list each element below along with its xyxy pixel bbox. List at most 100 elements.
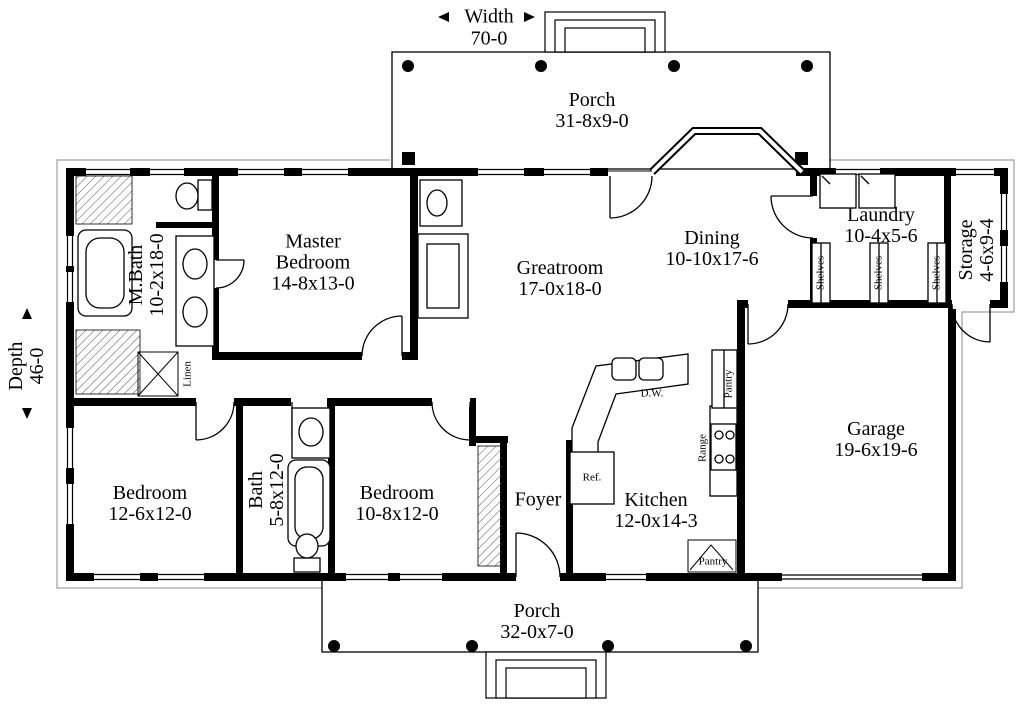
label-kitchen: Kitchen 12-0x14-3 <box>614 490 697 532</box>
label-master-bedroom: Master Bedroom 14-8x13-0 <box>246 230 380 295</box>
bedroom-closet-hatch <box>477 445 503 567</box>
linen-closet <box>137 351 179 397</box>
depth-value-text: 46-0 <box>26 347 48 385</box>
storage-right-wall <box>1000 168 1008 308</box>
depth-label-text: Depth <box>5 341 27 391</box>
laundry-storage-wall <box>944 168 951 308</box>
mbath-toilet <box>197 179 213 211</box>
label-laundry: Laundry 10-4x5-6 <box>844 205 917 247</box>
label-shelves-right: Shelves <box>930 255 943 291</box>
porch-column <box>801 60 813 72</box>
label-shelves-middle: Shelves <box>872 255 885 291</box>
garage-name: Garage <box>847 418 905 440</box>
label-bath: Bath 5-8x12-0 <box>245 453 288 527</box>
fixtures <box>75 173 947 573</box>
porch-top-size: 31-8x9-0 <box>555 110 629 132</box>
windows <box>65 167 1009 582</box>
toilet-nook-wall <box>156 222 212 228</box>
laundry-size: 10-4x5-6 <box>844 225 918 247</box>
porch-pilaster <box>795 152 808 165</box>
width-dimension-label: Width <box>464 5 514 28</box>
label-pantry-upper: Pantry <box>722 369 735 399</box>
closet-hatch <box>75 329 141 395</box>
label-dishwasher: D.W. <box>640 387 664 400</box>
porch-column <box>740 640 752 652</box>
bedroom-middle-door <box>432 397 470 407</box>
master-bedroom-door <box>362 351 402 361</box>
porch-column <box>402 60 414 72</box>
bay-windows <box>650 129 804 174</box>
label-garage: Garage 19-6x19-6 <box>834 419 917 461</box>
label-shelves-left: Shelves <box>814 255 827 291</box>
master-greatroom-wall <box>410 168 418 360</box>
kitchen-sink <box>611 357 637 381</box>
porch-column <box>535 60 547 72</box>
porch-top-name: Porch <box>568 89 616 111</box>
garage-top-wall <box>737 300 1008 308</box>
bedroom-closet-wall <box>469 398 476 446</box>
label-greatroom: Greatroom 17-0x18-0 <box>517 258 604 300</box>
bedroom-bath-wall <box>236 404 243 581</box>
master-bedroom-name: Master Bedroom <box>275 230 351 274</box>
label-refrigerator: Ref. <box>582 471 602 484</box>
foyer-left-wall <box>500 440 507 581</box>
storage-door <box>952 299 990 309</box>
porch-bottom-structure <box>321 579 759 699</box>
label-porch-top: Porch 31-8x9-0 <box>555 90 628 132</box>
arrow-up-icon <box>22 308 32 319</box>
porch-pilaster <box>402 152 415 165</box>
depth-dimension-label: Depth 46-0 <box>5 341 48 391</box>
kitchen-name: Kitchen <box>624 489 688 511</box>
storage-name: Storage <box>955 219 977 281</box>
eave-outline <box>56 159 1015 589</box>
bath-door <box>291 397 327 407</box>
closet-hatch <box>75 175 133 225</box>
laundry-name: Laundry <box>847 204 915 226</box>
label-pantry-lower: Pantry <box>698 555 728 568</box>
refrigerator-box <box>569 451 615 505</box>
bedroom-hall-wall <box>66 398 476 406</box>
dining-name: Dining <box>684 227 740 249</box>
porch-column <box>466 640 478 652</box>
kitchen-garage-wall <box>737 300 745 581</box>
exterior-wall-bottom <box>66 573 956 581</box>
label-porch-bottom: Porch 32-0x7-0 <box>500 601 573 643</box>
closet-cap-wall <box>469 436 508 443</box>
porch-bottom-size: 32-0x7-0 <box>500 621 574 643</box>
arrow-left-icon <box>438 12 449 22</box>
bedroom-left-size: 12-6x12-0 <box>108 503 192 525</box>
bedroom-middle-size: 10-8x12-0 <box>355 503 439 525</box>
foyer-right-wall <box>566 440 573 581</box>
bedroom-left-name: Bedroom <box>112 482 188 504</box>
garage-entry-door <box>748 299 788 309</box>
label-bedroom-left: Bedroom 12-6x12-0 <box>108 483 191 525</box>
exterior-wall-top-right <box>796 168 1008 176</box>
laundry-door <box>808 196 818 238</box>
width-dimension-value: 70-0 <box>470 27 508 50</box>
garage-right-wall <box>948 300 956 581</box>
greatroom-size: 17-0x18-0 <box>518 278 602 300</box>
mbath-wall-lower <box>212 288 219 360</box>
arrow-right-icon <box>524 12 535 22</box>
porch-bottom-name: Porch <box>513 600 561 622</box>
bath-name: Bath <box>245 471 267 509</box>
m-bath-size: 10-2x18-0 <box>146 233 168 317</box>
range <box>710 423 737 471</box>
label-storage: Storage 4-6x9-4 <box>955 218 998 281</box>
porch-column <box>668 60 680 72</box>
mbath-wall-upper <box>212 168 219 260</box>
porch-column <box>328 640 340 652</box>
bath-toilet <box>293 557 321 573</box>
bedroom-left-door <box>196 397 234 407</box>
bath-size: 5-8x12-0 <box>266 453 288 527</box>
label-range: Range <box>696 433 709 463</box>
label-dining: Dining 10-10x17-6 <box>665 228 758 270</box>
master-bottom-wall <box>212 352 418 360</box>
porch-top-structure <box>391 11 831 170</box>
garage-door <box>782 572 922 582</box>
front-door <box>516 572 560 582</box>
exterior-wall-left <box>66 168 74 581</box>
greatroom-name: Greatroom <box>516 257 604 279</box>
